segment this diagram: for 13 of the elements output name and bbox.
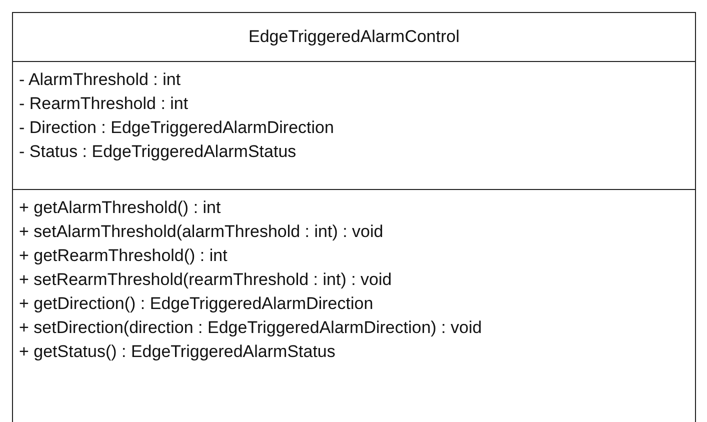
attribute-text: - RearmThreshold : int xyxy=(19,93,188,115)
method-text: + setRearmThreshold(rearmThreshold : int) : void xyxy=(19,269,392,291)
method-text: + getDirection() : EdgeTriggeredAlarmDirection xyxy=(19,293,374,315)
class-name: EdgeTriggeredAlarmControl xyxy=(248,26,460,48)
method-text: + setDirection(direction : EdgeTriggeredAlarmDirection) : void xyxy=(19,317,482,339)
attribute-text: - AlarmThreshold : int xyxy=(19,69,181,91)
method-text: + getStatus() : EdgeTriggeredAlarmStatus xyxy=(19,341,336,363)
attribute-text: - Direction : EdgeTriggeredAlarmDirection xyxy=(19,117,334,139)
class-box xyxy=(12,12,696,422)
attribute-text: - Status : EdgeTriggeredAlarmStatus xyxy=(19,141,296,163)
method-text: + getAlarmThreshold() : int xyxy=(19,197,221,219)
method-text: + getRearmThreshold() : int xyxy=(19,245,228,267)
method-text: + setAlarmThreshold(alarmThreshold : int) : void xyxy=(19,221,384,243)
